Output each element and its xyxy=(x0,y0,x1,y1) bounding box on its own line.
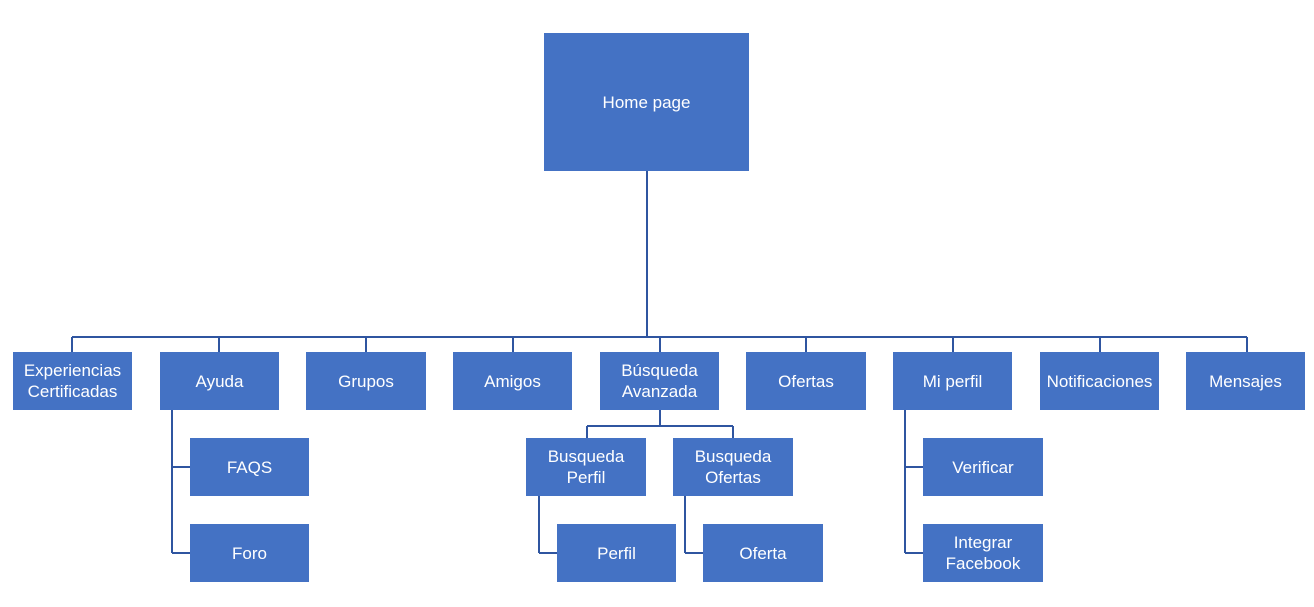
node-label: Verificar xyxy=(952,457,1014,477)
node-label: Foro xyxy=(232,543,267,563)
node-label: Amigos xyxy=(484,371,541,391)
node-faqs: FAQS xyxy=(190,438,309,496)
node-label: Busqueda Perfil xyxy=(547,447,625,487)
node-amigos: Amigos xyxy=(453,352,572,410)
node-verificar: Verificar xyxy=(923,438,1043,496)
node-label: Integrar Facebook xyxy=(945,533,1021,573)
node-label: Home page xyxy=(602,92,691,112)
node-perfil: Perfil xyxy=(557,524,676,582)
node-experiencias-certificadas: Experiencias Certificadas xyxy=(13,352,132,410)
node-ayuda: Ayuda xyxy=(160,352,279,410)
node-label: Experiencias Certificadas xyxy=(23,361,122,401)
node-ofertas: Ofertas xyxy=(746,352,866,410)
node-label: Grupos xyxy=(338,371,394,391)
node-home-page: Home page xyxy=(544,33,749,171)
node-label: Busqueda Ofertas xyxy=(694,447,772,487)
node-oferta: Oferta xyxy=(703,524,823,582)
node-notificaciones: Notificaciones xyxy=(1040,352,1159,410)
node-busqueda-avanzada: Búsqueda Avanzada xyxy=(600,352,719,410)
node-mensajes: Mensajes xyxy=(1186,352,1305,410)
node-integrar-facebook: Integrar Facebook xyxy=(923,524,1043,582)
node-busqueda-perfil: Busqueda Perfil xyxy=(526,438,646,496)
node-label: Oferta xyxy=(739,543,787,563)
node-busqueda-ofertas: Busqueda Ofertas xyxy=(673,438,793,496)
node-label: Notificaciones xyxy=(1046,371,1153,391)
node-label: Ayuda xyxy=(195,371,244,391)
node-label: Mi perfil xyxy=(922,371,983,391)
node-label: Ofertas xyxy=(778,371,834,391)
node-grupos: Grupos xyxy=(306,352,426,410)
node-label: FAQS xyxy=(226,457,273,477)
node-mi-perfil: Mi perfil xyxy=(893,352,1012,410)
node-label: Mensajes xyxy=(1209,371,1282,391)
node-foro: Foro xyxy=(190,524,309,582)
node-label: Perfil xyxy=(597,543,636,563)
node-label: Búsqueda Avanzada xyxy=(621,361,698,401)
